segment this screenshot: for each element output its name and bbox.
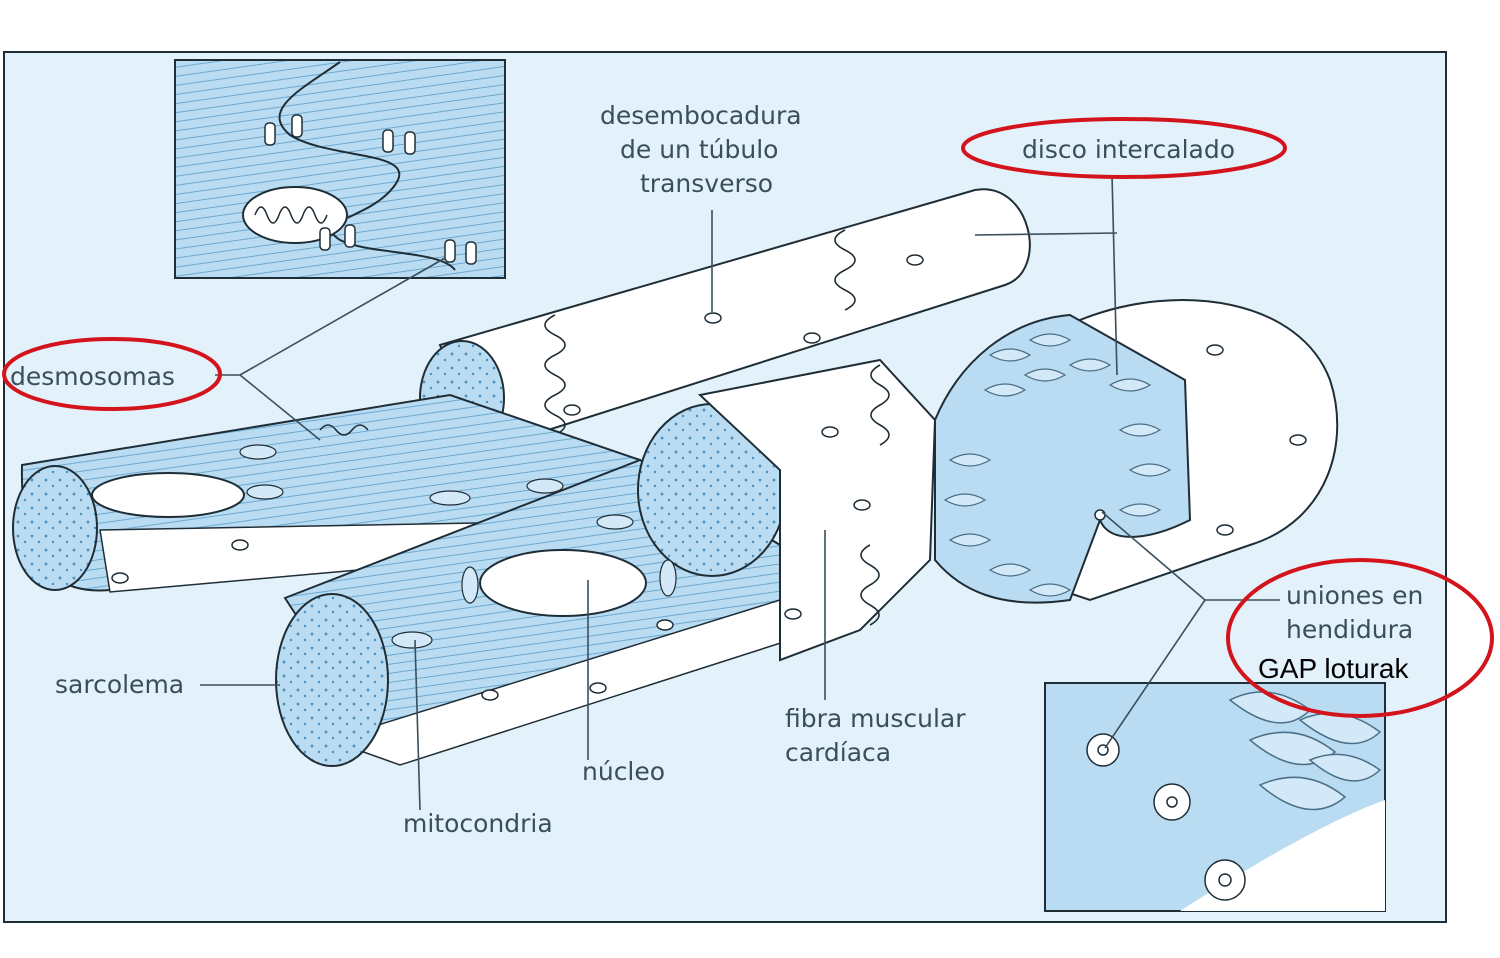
fiber-middle: [656, 358, 937, 662]
nucleus-left: [91, 472, 245, 518]
label-uniones-2: hendidura: [1286, 615, 1413, 644]
label-desmosomas: desmosomas: [10, 362, 175, 391]
fiber-front: [275, 403, 791, 767]
label-nucleo: núcleo: [582, 757, 665, 786]
highlight-ring-disco: [961, 117, 1287, 179]
label-mitocondria: mitocondria: [403, 809, 553, 838]
label-fibra-2: cardíaca: [785, 738, 891, 767]
label-desembocadura-2: de un túbulo: [620, 135, 778, 164]
label-fibra-1: fibra muscular: [785, 704, 966, 733]
label-disco-intercalado: disco intercalado: [1022, 135, 1235, 164]
mitochondrion-inset: [242, 186, 348, 244]
gap-junction-icon: [1086, 733, 1246, 901]
highlight-ring-desmosomas: [2, 337, 222, 411]
label-desembocadura-3: transverso: [640, 169, 773, 198]
highlight-rings: [2, 117, 1494, 718]
gap-junction-inset: [1044, 682, 1386, 912]
highlight-ring-uniones: [1226, 558, 1494, 718]
nucleus-front: [479, 549, 647, 617]
intercalated-disc-folds: [943, 333, 1172, 597]
label-uniones-1: uniones en: [1286, 581, 1423, 610]
label-sarcolema: sarcolema: [55, 670, 184, 699]
fiber-right: [934, 299, 1339, 604]
label-gap-loturak: GAP loturak: [1258, 653, 1409, 684]
desmosome-inset: [174, 59, 506, 279]
label-desembocadura-1: desembocadura: [600, 101, 802, 130]
